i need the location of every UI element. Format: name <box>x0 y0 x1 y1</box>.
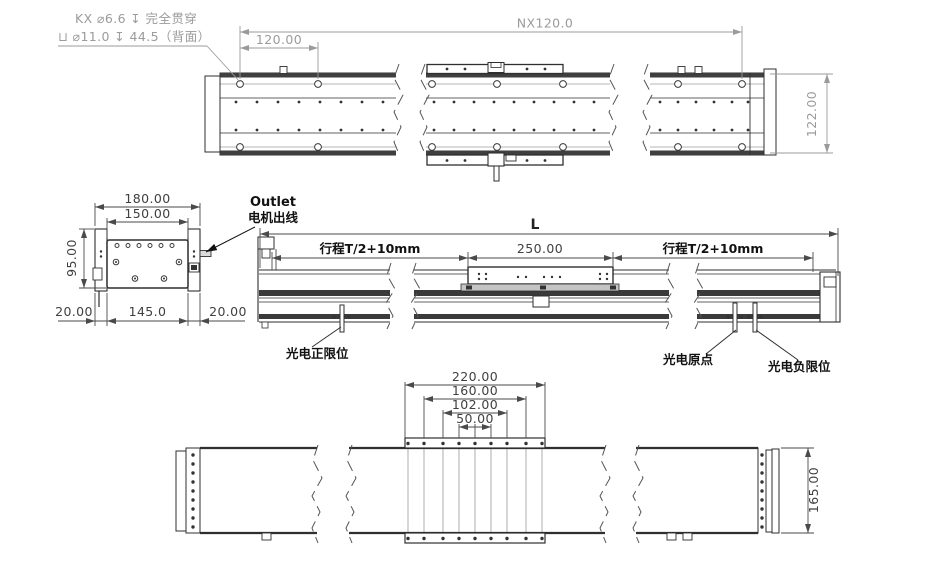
label-origin: 光电原点 <box>662 352 714 367</box>
carriage-plates-bottom <box>404 437 546 544</box>
dim-text-20-left: 20.00 <box>55 304 93 319</box>
small-bolt-dots-plan <box>234 100 750 132</box>
dim-stroke-row: 行程T/2+10mm 250.00 行程T/2+10mm <box>271 241 814 272</box>
left-end-cap-plan <box>204 75 221 153</box>
hole-callout: KX ⌀6.6 ↧ 完全贯穿 ⊔ ⌀11.0 ↧ 44.5（背面） <box>58 11 241 83</box>
left-end-cap-bottom <box>175 447 201 534</box>
rail-top-band <box>220 73 765 78</box>
right-end-cap-bottom <box>760 448 780 534</box>
dim-hole-pattern: NX120.0 <box>240 16 743 79</box>
dim-overall-length: L <box>259 217 839 276</box>
carriage-plates-plan <box>426 62 564 182</box>
outlet-leader-arrow <box>205 226 256 253</box>
outlet-connector <box>199 250 212 257</box>
dim-text-220: 220.00 <box>452 369 498 384</box>
mounting-holes-plan <box>236 80 746 151</box>
dim-text-250: 250.00 <box>517 241 563 256</box>
callout-line2: ⊔ ⌀11.0 ↧ 44.5（背面） <box>58 29 211 44</box>
rail-body-plan <box>219 72 766 156</box>
mounting-feet <box>261 532 693 541</box>
dim-text-160: 160.00 <box>452 383 498 398</box>
label-limit-positive: 光电正限位 <box>285 346 349 361</box>
dim-text-stroke-right: 行程T/2+10mm <box>662 241 764 256</box>
side-view: L 行程T/2+10mm 250.00 行程T/2+10mm 光电正限位 光电原… <box>257 217 841 374</box>
dim-text-120: 120.00 <box>256 32 302 47</box>
rail-body-bottom <box>199 447 759 534</box>
dim-height-165: 165.00 <box>781 447 821 534</box>
dim-outer-width: 180.00 <box>94 191 201 226</box>
photo-sensors <box>332 302 763 333</box>
dim-base-row: 20.00 145.0 20.00 <box>55 293 247 326</box>
carriage-side <box>460 266 620 308</box>
dim-stack-bottom: 220.00 160.00 102.00 50.00 <box>404 369 546 438</box>
flange-details <box>92 250 212 307</box>
edge-tabs <box>279 66 703 74</box>
right-end-block-side <box>819 271 841 323</box>
break-lines-bottom <box>311 444 644 545</box>
dim-text-150: 150.00 <box>124 206 170 221</box>
dim-height-95: 95.00 <box>64 228 106 289</box>
bottom-view: 220.00 160.00 102.00 50.00 165.00 <box>175 369 821 545</box>
outlet-label-cn: 电机出线 <box>248 210 299 225</box>
dim-text-95: 95.00 <box>64 239 79 277</box>
callout-line1: KX ⌀6.6 ↧ 完全贯穿 <box>75 11 197 26</box>
outlet-label: Outlet <box>250 195 296 210</box>
cable-connector <box>487 152 505 167</box>
bolt-extension-lines <box>407 443 543 543</box>
dim-text-102: 102.00 <box>452 397 498 412</box>
left-flange <box>94 228 108 292</box>
dim-text-L: L <box>531 217 540 233</box>
stage-body-section <box>106 239 189 289</box>
top-view: KX ⌀6.6 ↧ 完全贯穿 ⊔ ⌀11.0 ↧ 44.5（背面） 120.00… <box>58 11 833 182</box>
right-flange <box>187 228 201 292</box>
callout-leader-line <box>206 45 241 83</box>
dim-text-145: 145.0 <box>129 304 167 319</box>
dim-text-20-right: 20.00 <box>209 304 247 319</box>
dim-text-nx120: NX120.0 <box>517 16 574 31</box>
end-view: 180.00 150.00 95.00 20.00 145.0 20.00 <box>55 191 299 326</box>
dim-text-165: 165.00 <box>806 467 821 513</box>
label-limit-negative: 光电负限位 <box>767 359 831 374</box>
dim-text-122: 122.00 <box>804 91 819 137</box>
outlet-callout: Outlet 电机出线 <box>205 195 299 253</box>
section-holes <box>112 243 183 282</box>
dim-text-180: 180.00 <box>124 191 170 206</box>
right-end-cap-plan <box>763 68 777 156</box>
sensor-labels: 光电正限位 光电原点 光电负限位 <box>285 326 831 374</box>
left-end-block-side <box>257 236 277 329</box>
dim-inner-width: 150.00 <box>106 206 189 238</box>
break-lines-side <box>385 262 704 330</box>
break-lines-plan <box>393 63 653 157</box>
dim-hole-pitch: 120.00 <box>239 26 319 79</box>
dim-text-50: 50.00 <box>456 411 494 426</box>
dim-text-stroke-left: 行程T/2+10mm <box>319 241 421 256</box>
dim-rail-width: 122.00 <box>770 73 833 154</box>
